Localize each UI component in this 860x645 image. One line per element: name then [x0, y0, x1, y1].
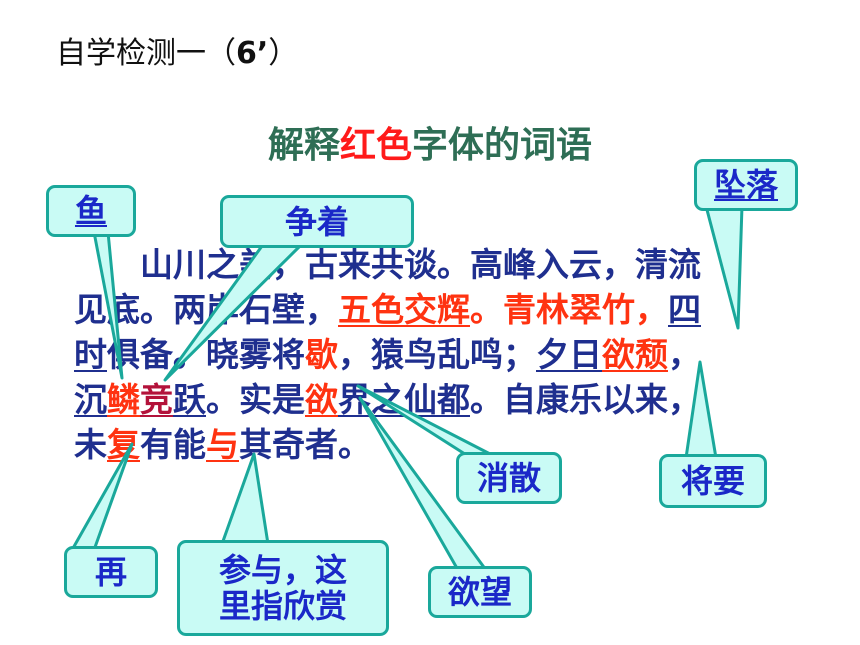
- passage-line-4: 沉鳞竞跃。实是欲界之仙都。自康乐以来，: [74, 377, 814, 422]
- passage-text: 。实是: [206, 380, 305, 419]
- heading-score: 6’: [236, 36, 269, 71]
- section-heading: 自学检测一（6’）: [56, 28, 298, 72]
- phrase-sishi-start: 四: [668, 290, 701, 329]
- word-yu-will: 欲: [602, 335, 635, 374]
- passage-text: 。自康乐以来，: [470, 380, 701, 419]
- heading-text: 自学检测一（: [56, 36, 236, 71]
- phrase-wusejiaohui: 五色交辉: [338, 290, 470, 329]
- passage-text: 山川之美，古来共谈。高峰入云，清流: [140, 245, 701, 284]
- phrase-yue: 跃: [173, 380, 206, 419]
- task-title-part2: 字体的词语: [412, 125, 593, 166]
- callout-canyu-line2: 里指欣赏: [218, 587, 347, 625]
- callout-zhengzhe-text: 争着: [284, 202, 349, 241]
- callout-xiaosan: 消散: [456, 452, 562, 504]
- pointer-canyu: [220, 452, 270, 546]
- word-tui: 颓: [635, 335, 668, 374]
- word-fu: 复: [107, 425, 140, 464]
- callout-canyu: 参与，这里指欣赏: [177, 540, 389, 636]
- word-yu-with: 与: [206, 425, 239, 464]
- callout-zai: 再: [64, 546, 158, 598]
- passage-line-1: 山川之美，古来共谈。高峰入云，清流: [74, 242, 814, 287]
- word-yu-desire: 欲: [305, 380, 338, 419]
- phrase-chen: 沉: [74, 380, 107, 419]
- callout-yu-text: 鱼: [74, 192, 107, 230]
- word-xie: 歇: [305, 335, 338, 374]
- word-lin: 鳞: [107, 380, 140, 419]
- passage-text: 俱备。晓雾将: [107, 335, 305, 374]
- passage-line-3: 时俱备。晓雾将歇，猿鸟乱鸣；夕日欲颓，: [74, 332, 814, 377]
- task-title-part1: 解释: [267, 125, 340, 166]
- callout-jiangyao: 将要: [659, 454, 767, 508]
- callout-xiaosan-text: 消散: [476, 459, 541, 497]
- task-title: 解释红色字体的词语: [0, 116, 860, 168]
- passage-text: 未: [74, 425, 107, 464]
- callout-yu: 鱼: [46, 185, 136, 237]
- passage-text: 有能: [140, 425, 206, 464]
- phrase-xiri: 夕日: [536, 335, 602, 374]
- task-title-highlight: 红色: [339, 125, 412, 166]
- callout-zhengzhe: 争着: [220, 195, 414, 248]
- callout-zai-text: 再: [94, 553, 127, 591]
- classical-passage: 山川之美，古来共谈。高峰入云，清流 见底。两岸石壁，五色交辉。青林翠竹，四 时俱…: [74, 242, 814, 467]
- word-jing: 竞: [140, 380, 173, 419]
- phrase-jiezhixiandu: 界之仙都: [338, 380, 470, 419]
- callout-canyu-line1: 参与，这: [218, 551, 347, 589]
- passage-text: ，猿鸟乱鸣；: [338, 335, 536, 374]
- passage-text: 其奇者。: [239, 425, 371, 464]
- callout-yuwang: 欲望: [428, 566, 532, 618]
- passage-text: 。青林翠竹，: [470, 290, 668, 329]
- callout-yuwang-text: 欲望: [447, 573, 512, 611]
- heading-close: ）: [268, 36, 299, 71]
- phrase-sishi-end: 时: [74, 335, 107, 374]
- passage-text: 见底。两岸石壁，: [74, 290, 338, 329]
- passage-text: ，: [668, 335, 701, 374]
- callout-zhuiluo: 坠落: [694, 159, 798, 211]
- passage-line-2: 见底。两岸石壁，五色交辉。青林翠竹，四: [74, 287, 814, 332]
- callout-jiangyao-text: 将要: [680, 462, 745, 500]
- callout-zhuiluo-text: 坠落: [713, 166, 778, 204]
